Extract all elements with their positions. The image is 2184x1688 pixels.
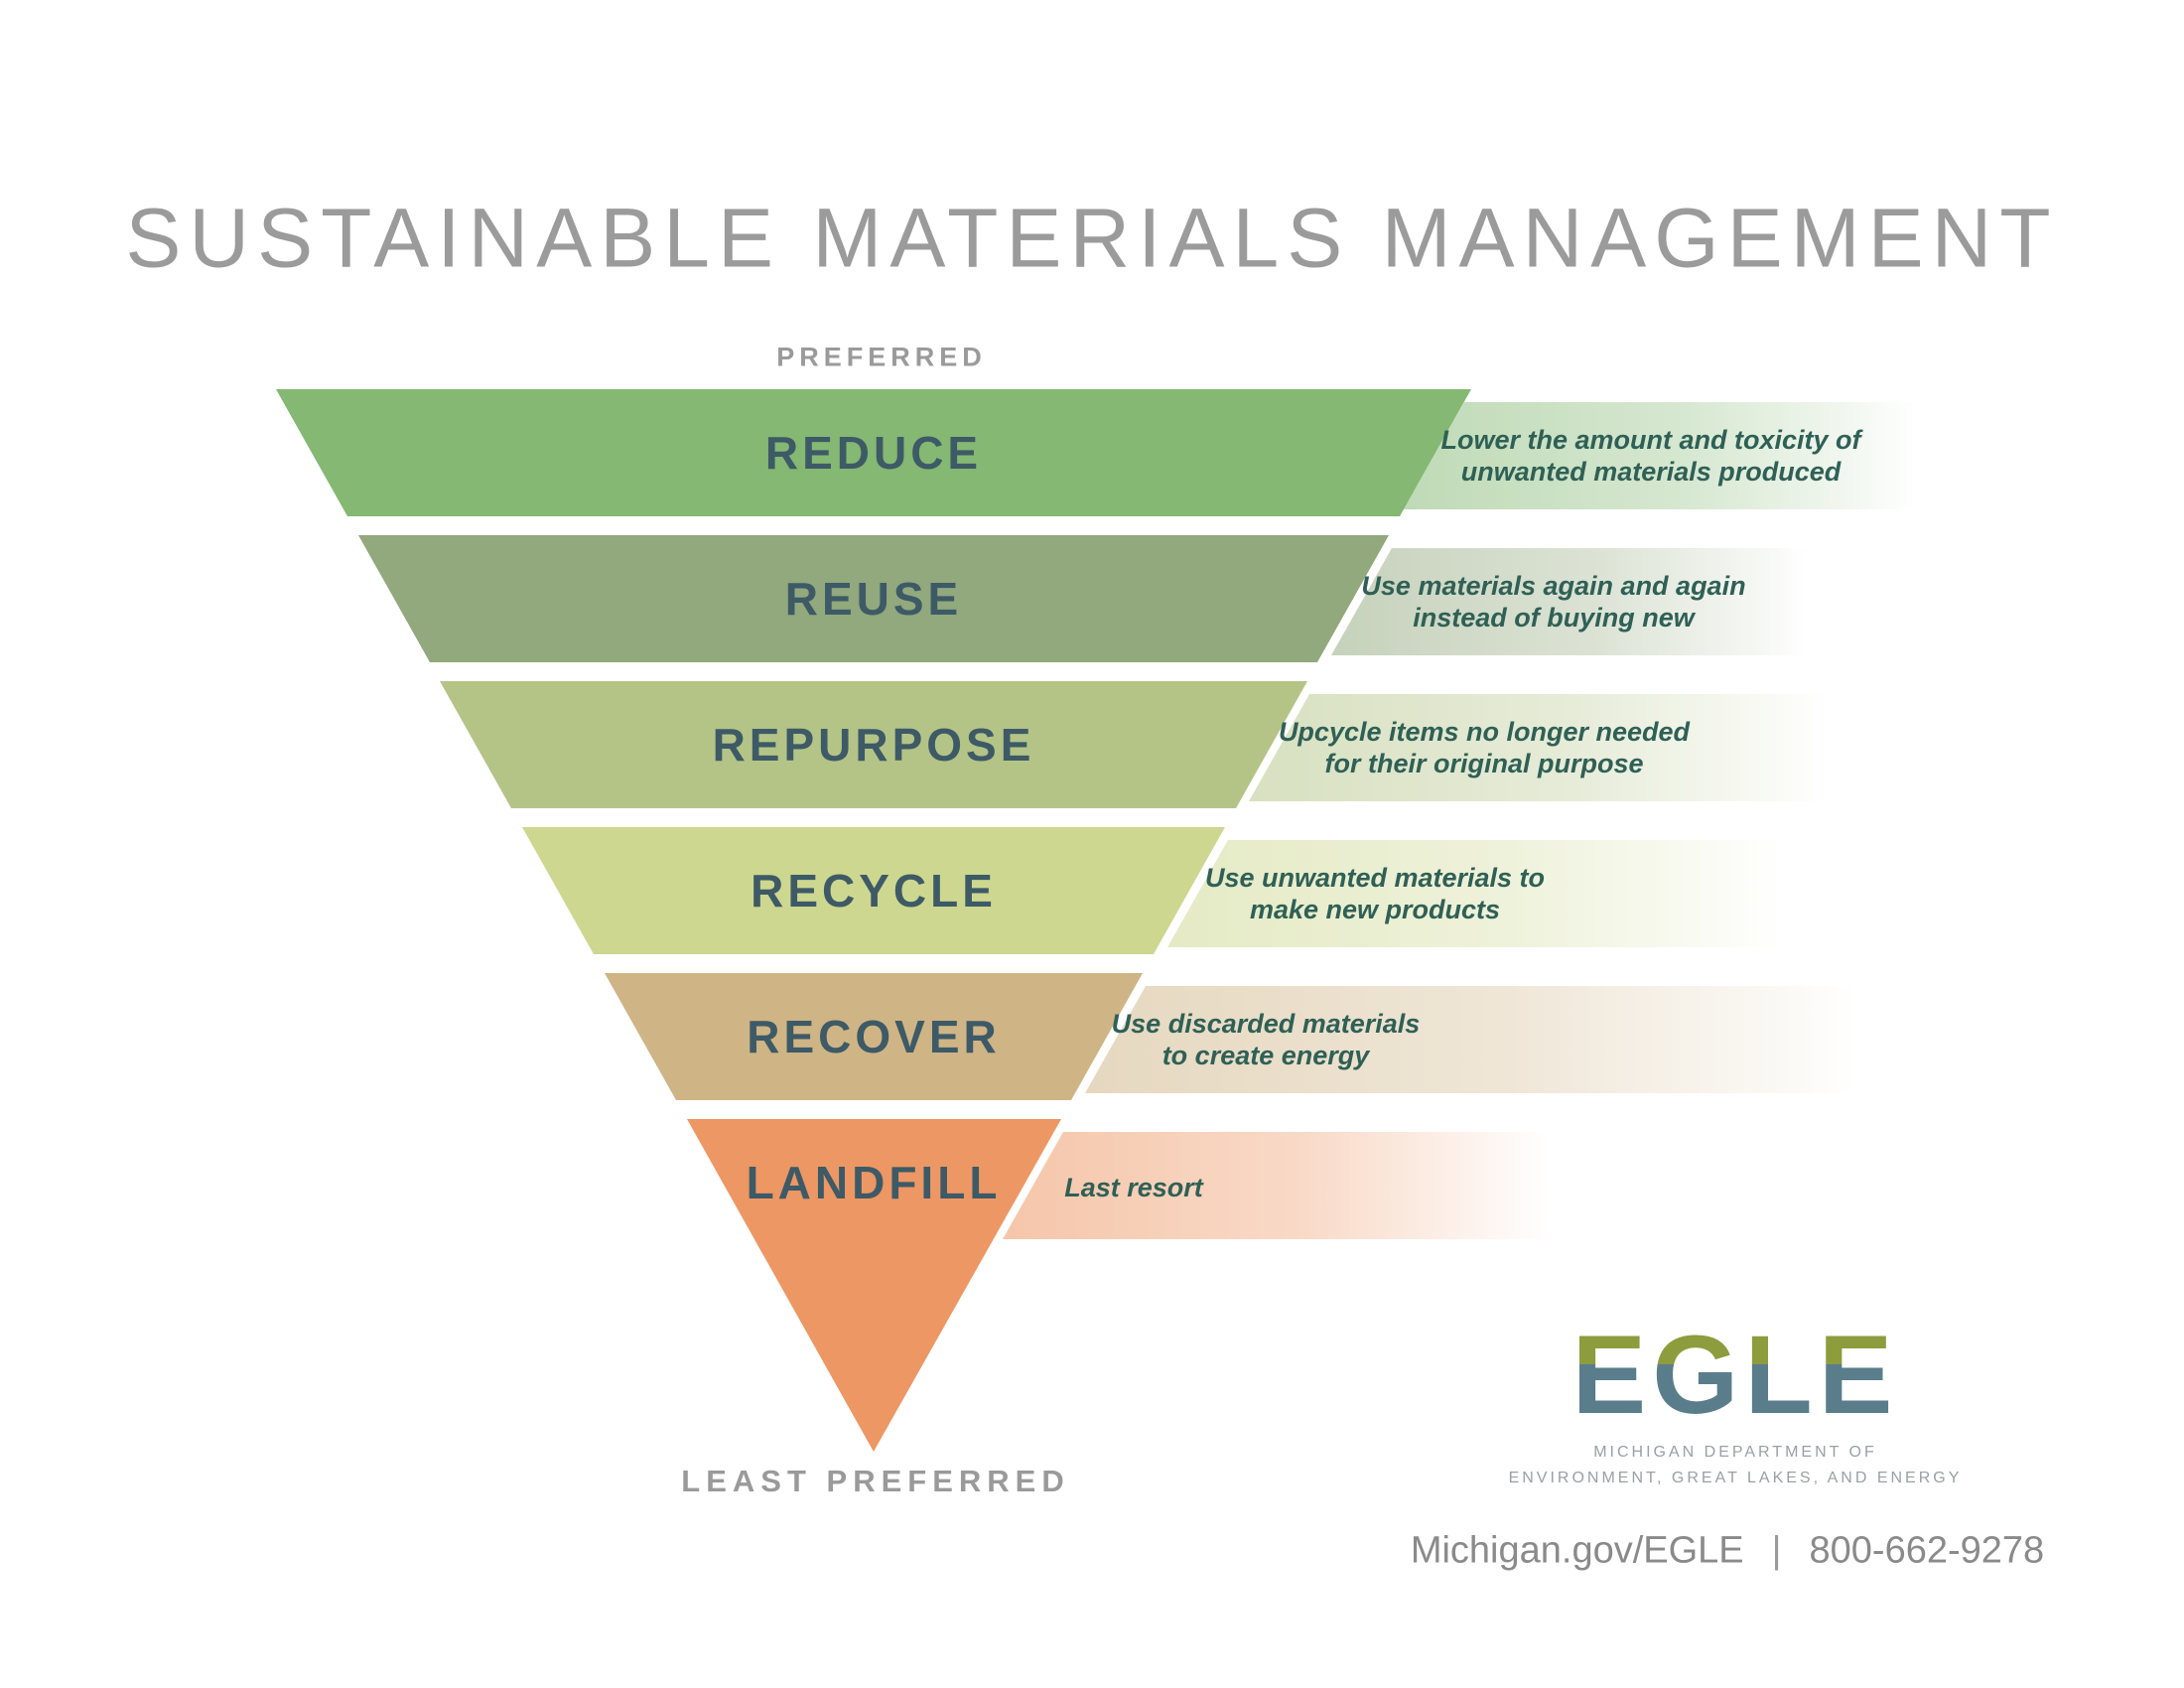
desc-line: unwanted materials produced xyxy=(1460,457,1842,487)
band-desc-recover: Use discarded materials to create energy xyxy=(1112,1008,1421,1071)
desc-line: make new products xyxy=(1249,895,1501,924)
desc-line: for their original purpose xyxy=(1324,749,1644,778)
band-label-reduce: REDUCE xyxy=(764,427,983,479)
desc-line: Last resort xyxy=(1064,1173,1203,1202)
desc-line: Use unwanted materials to xyxy=(1204,863,1546,893)
page-title: SUSTAINABLE MATERIALS MANAGEMENT xyxy=(125,191,2059,285)
desc-line: Use discarded materials xyxy=(1111,1009,1421,1039)
band-label-reuse: REUSE xyxy=(784,573,963,625)
stripe-recycle xyxy=(1167,840,1782,947)
band-desc-repurpose: Upcycle items no longer needed for their… xyxy=(1279,716,1690,779)
band-label-recycle: RECYCLE xyxy=(751,865,997,916)
band-label-recover: RECOVER xyxy=(747,1011,1001,1062)
egle-tagline-line1: MICHIGAN DEPARTMENT OF xyxy=(1593,1444,1877,1461)
egle-logo: EGLE MICHIGAN DEPARTMENT OF ENVIRONMENT,… xyxy=(1289,1313,2182,1491)
footer-separator: | xyxy=(1771,1529,1782,1572)
egle-tagline-line2: ENVIRONMENT, GREAT LAKES, AND ENERGY xyxy=(1508,1470,1963,1486)
egle-logo-text: EGLE xyxy=(1571,1313,1899,1437)
preferred-label: PREFERRED xyxy=(776,342,987,372)
band-desc-reduce: Lower the amount and toxicity of unwante… xyxy=(1440,424,1860,488)
band-recycle xyxy=(522,827,1225,954)
desc-line: Use materials again and again xyxy=(1361,571,1746,601)
band-label-landfill: LANDFILL xyxy=(746,1157,1002,1208)
band-desc-reuse: Use materials again and again instead of… xyxy=(1361,570,1745,633)
egle-tagline: MICHIGAN DEPARTMENT OF ENVIRONMENT, GREA… xyxy=(1289,1440,2182,1491)
desc-line: Upcycle items no longer needed xyxy=(1278,717,1691,747)
footer-site-url: Michigan.gov/EGLE xyxy=(1410,1529,1744,1572)
band-reuse xyxy=(358,535,1389,662)
stripe-recover xyxy=(1085,986,1856,1093)
band-landfill xyxy=(687,1119,1061,1452)
band-recover xyxy=(605,973,1143,1100)
stripe-reuse xyxy=(1331,548,1807,655)
band-label-repurpose: REPURPOSE xyxy=(712,719,1035,771)
least-preferred-label: LEAST PREFERRED xyxy=(681,1464,1070,1498)
band-reduce xyxy=(276,389,1471,516)
footer-phone: 800-662-9278 xyxy=(1809,1529,2045,1572)
band-desc-recycle: Use unwanted materials to make new produ… xyxy=(1205,862,1545,925)
desc-line: Lower the amount and toxicity of xyxy=(1440,425,1861,455)
footer-contact: Michigan.gov/EGLE | 800-662-9278 xyxy=(1411,1530,2044,1573)
desc-line: instead of buying new xyxy=(1413,603,1695,633)
band-desc-landfill: Last resort xyxy=(1064,1172,1203,1203)
band-repurpose xyxy=(440,681,1307,808)
desc-line: to create energy xyxy=(1161,1041,1370,1070)
stripe-reduce xyxy=(1404,402,1916,509)
stripe-repurpose xyxy=(1249,694,1827,801)
stripe-landfill xyxy=(1003,1132,1549,1239)
